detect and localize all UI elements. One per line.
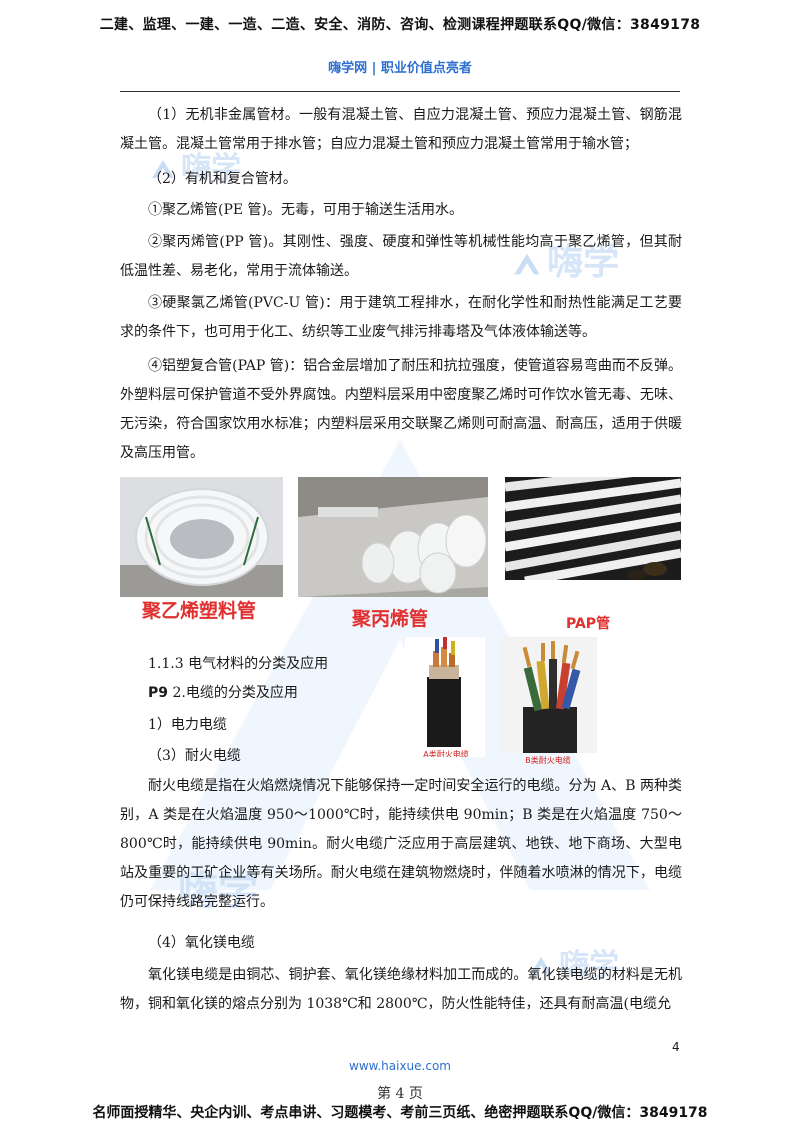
paragraph-pvcu-pipe: ③硬聚氯乙烯管(PVC-U 管)：用于建筑工程排水，在耐化学性和耐热性能满足工艺… [120, 295, 682, 340]
paragraph-pap-pipe: ④铝塑复合管(PAP 管)：铝合金层增加了耐压和抗拉强度，使管道容易弯曲而不反弹… [120, 358, 682, 461]
item-mgo-cable: （4）氧化镁电缆 [148, 935, 255, 951]
watermark-triangle-logo [150, 440, 650, 890]
top-banner: 二建、监理、一建、一造、二造、安全、消防、咨询、检测课程押题联系QQ/微信：38… [99, 17, 701, 33]
watermark-lower-right: 嗨学 [528, 940, 619, 984]
pap-pipe-caption: PAP管 [566, 616, 611, 632]
pap-pipe-photo [505, 477, 681, 580]
watermark-logo-icon [530, 957, 552, 975]
item-power-cable: 1）电力电缆 [148, 717, 227, 733]
site-link[interactable]: www.haixue.com [349, 1059, 451, 1073]
watermark-mid-right: 嗨学 [512, 233, 619, 285]
header-rule [120, 91, 680, 92]
brand-line: 嗨学网 | 职业价值点亮者 [328, 61, 472, 76]
watermark-text: 嗨学 [178, 868, 258, 914]
watermark-text: 嗨学 [547, 242, 620, 283]
item-fire-resistant-cable: （3）耐火电缆 [148, 748, 241, 764]
page-label: 第 4 页 [377, 1086, 423, 1102]
watermark-lower-left: 嗨学 [178, 858, 258, 916]
paragraph-inorganic-pipes: （1）无机非金属管材。一般有混凝土管、自应力混凝土管、预应力混凝土管、钢筋混凝土… [120, 107, 682, 152]
watermark-logo-icon [514, 253, 540, 275]
pp-pipe-caption: 聚丙烯管 [352, 608, 429, 630]
subsection-heading: 2.电缆的分类及应用 [172, 685, 298, 701]
pe-pipe-caption: 聚乙烯塑料管 [142, 600, 257, 622]
paragraph-organic-heading: （2）有机和复合管材。 [148, 171, 297, 187]
paragraph-fire-resistant-cable: 耐火电缆是指在火焰燃烧情况下能够保持一定时间安全运行的电缆。分为 A、B 两种类… [120, 778, 682, 910]
watermark-text: 嗨学 [559, 948, 620, 983]
subsection-line: P9 2.电缆的分类及应用 [148, 683, 298, 703]
class-b-cable-photo: B类耐火电缆 [499, 637, 597, 767]
section-heading: 1.1.3 电气材料的分类及应用 [148, 656, 329, 672]
class-b-cable-caption: B类耐火电缆 [525, 756, 571, 765]
paragraph-pe-pipe: ①聚乙烯管(PE 管)。无毒，可用于输送生活用水。 [148, 202, 464, 218]
class-a-cable-photo: A类耐火电缆 [405, 637, 485, 757]
class-a-cable-caption: A类耐火电缆 [423, 750, 469, 757]
paragraph-pp-pipe: ②聚丙烯管(PP 管)。其刚性、强度、硬度和弹性等机械性能均高于聚乙烯管，但其耐… [120, 234, 682, 279]
watermark-text: 嗨学 [181, 151, 242, 186]
watermark-top-left: 嗨学 [150, 143, 241, 187]
paragraph-mgo-cable: 氧化镁电缆是由铜芯、铜护套、氧化镁绝缘材料加工而成的。氧化镁电缆的材料是无机物，… [120, 967, 682, 1012]
page-number: 4 [672, 1040, 680, 1054]
watermark-logo-icon [152, 160, 174, 178]
page-reference: P9 [148, 685, 169, 701]
pp-pipe-photo [298, 477, 488, 597]
pe-pipe-photo [120, 477, 283, 597]
bottom-banner: 名师面授精华、央企内训、考点串讲、习题模考、考前三页纸、绝密押题联系QQ/微信：… [92, 1105, 708, 1121]
